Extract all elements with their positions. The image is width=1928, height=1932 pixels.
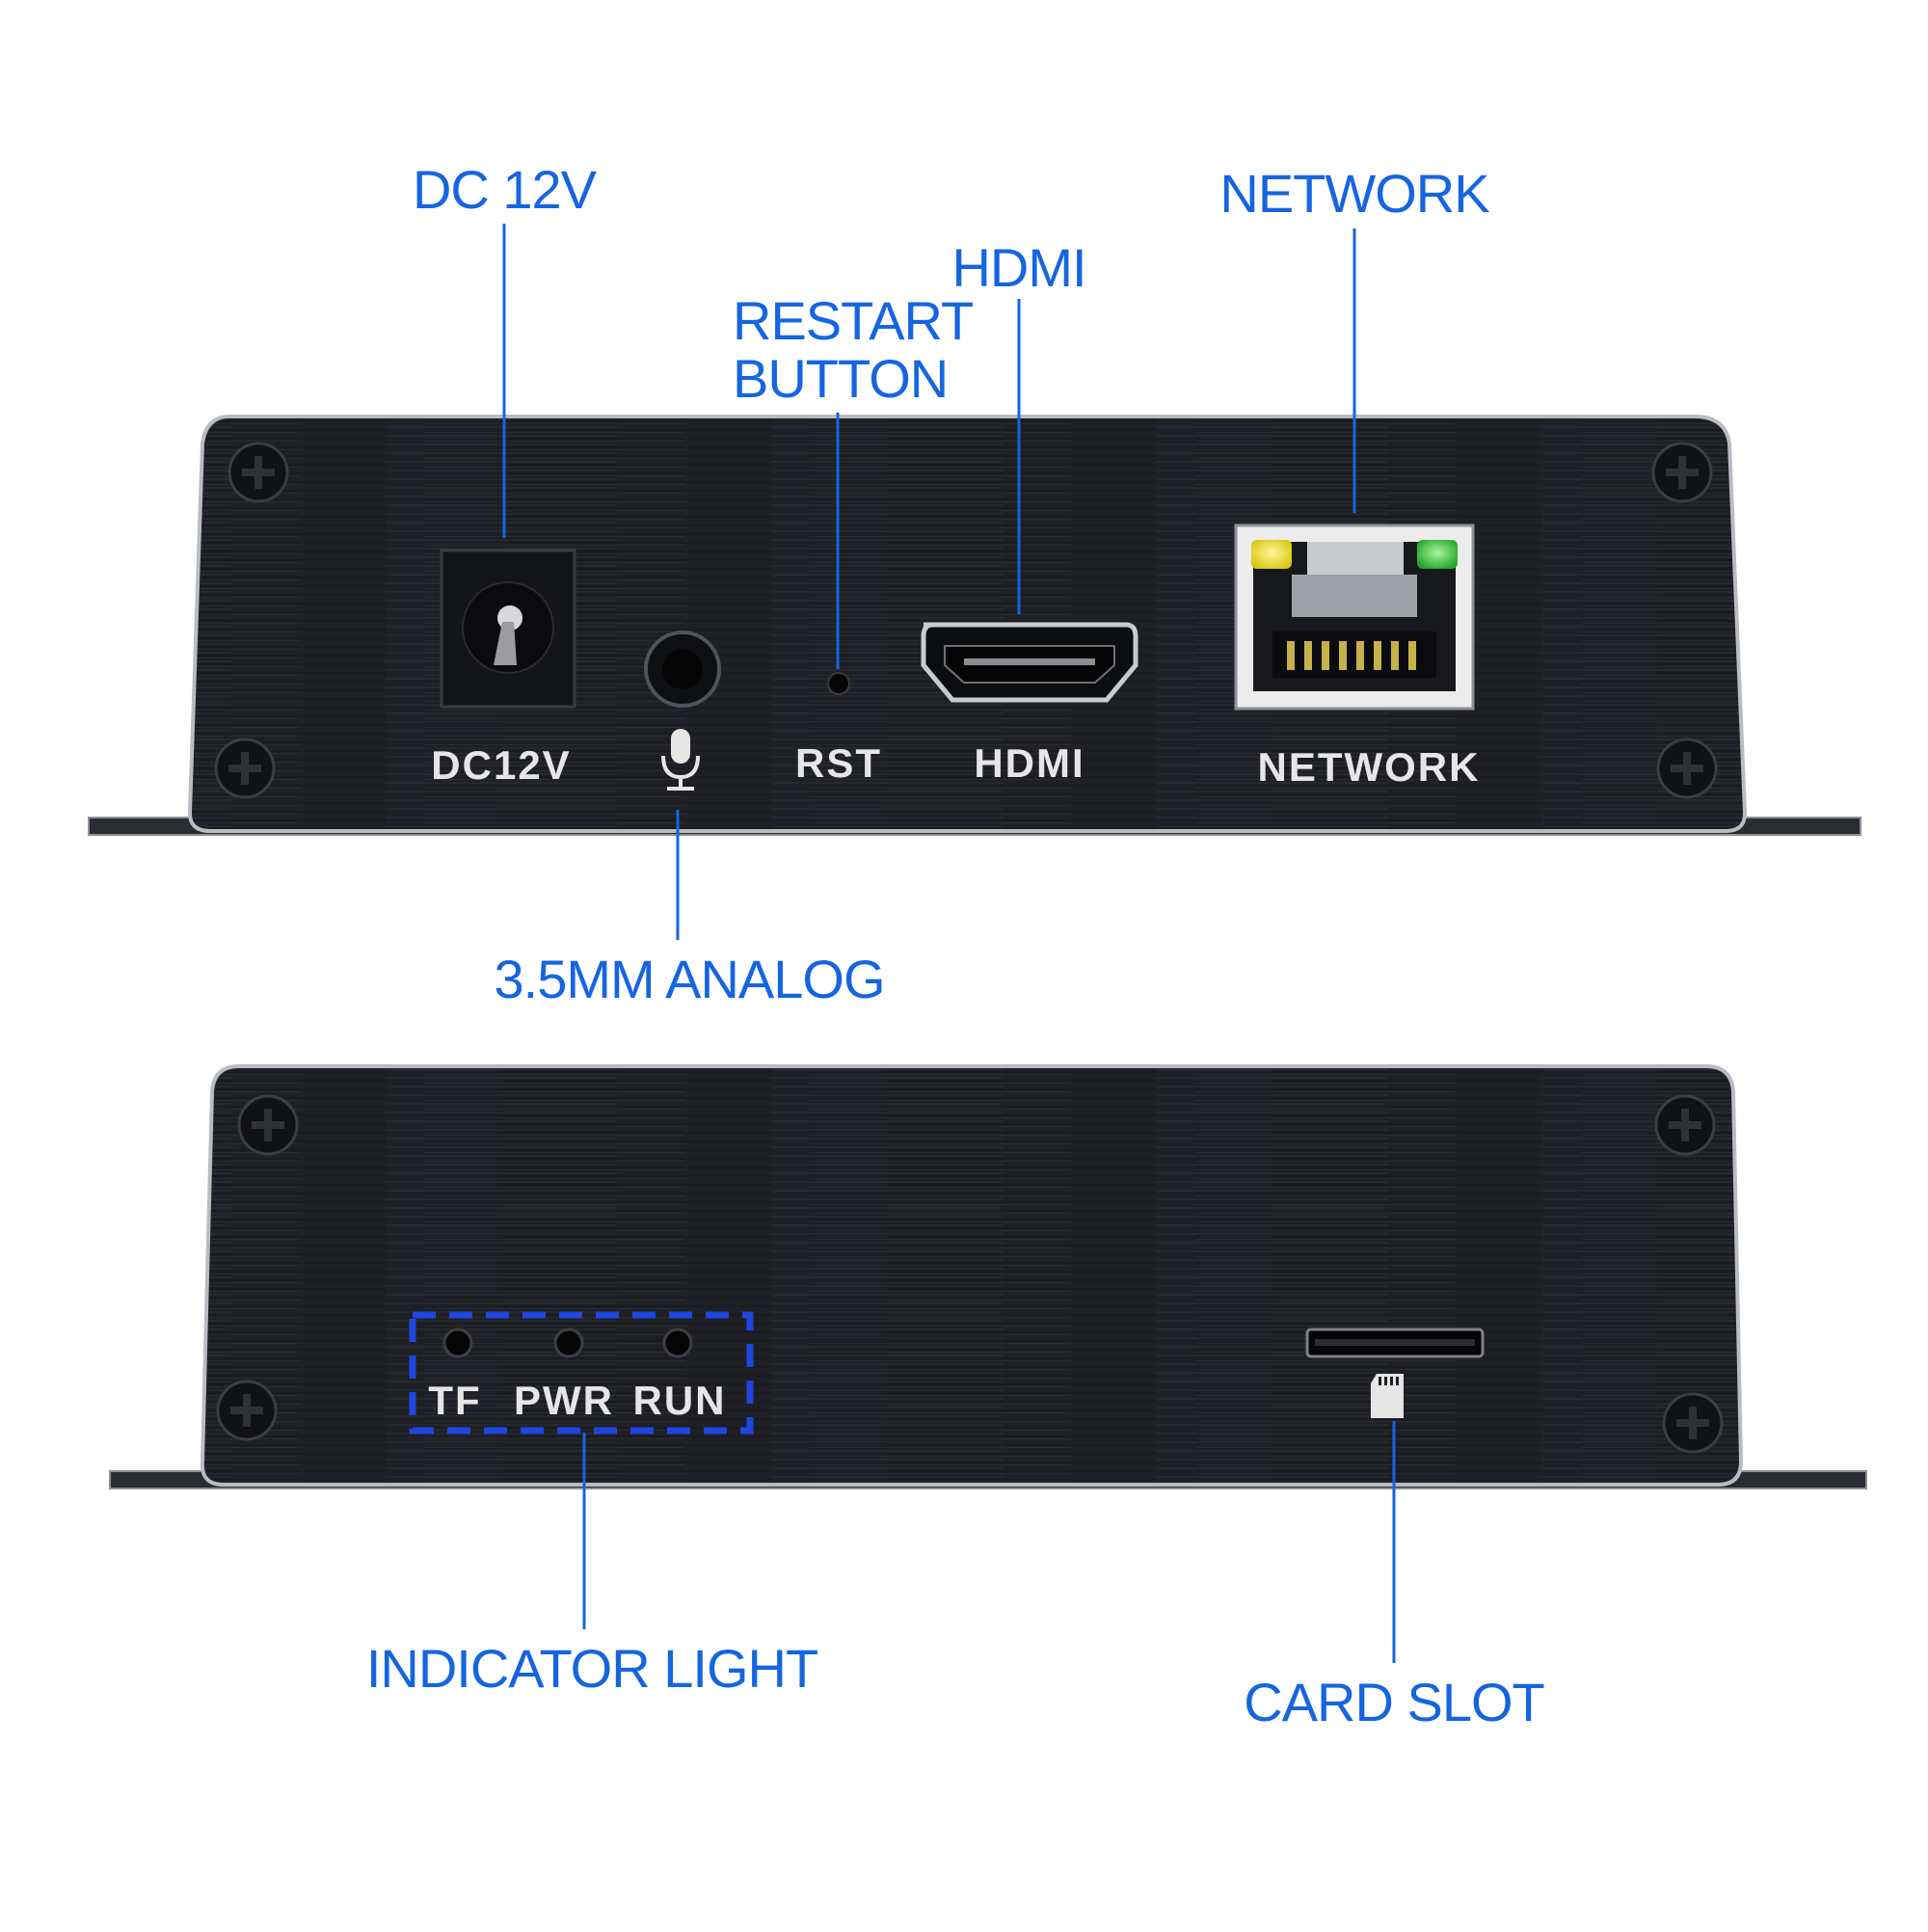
hdmi-port[interactable] [921,622,1138,703]
screw-icon [216,1380,278,1441]
panel-label-rst: RST [795,740,882,786]
screw-icon [237,1094,299,1156]
pwr-led [553,1328,584,1358]
back-panel-body [200,1064,1744,1487]
tf-led [442,1328,473,1358]
indicator-highlight-box [409,1311,754,1435]
run-led [662,1328,693,1358]
callout-dc12v: DC 12V [412,159,597,220]
microphone-icon [661,729,700,791]
reset-button[interactable] [827,672,850,695]
activity-led-green [1417,540,1458,569]
callout-analog: 3.5MM ANALOG [494,949,885,1009]
callout-network: NETWORK [1219,163,1489,224]
panel-label-hdmi: HDMI [974,740,1084,786]
back-panel: TF PWR RUN [109,1064,1867,1489]
callout-indicator-light: INDICATOR LIGHT [365,1638,818,1699]
dc-power-jack[interactable] [440,549,576,709]
screw-icon [1656,738,1718,799]
led-label-tf: TF [428,1378,481,1423]
sd-card-icon [1371,1374,1404,1418]
callout-lines [502,224,1396,1663]
audio-jack-3-5mm[interactable] [644,631,721,708]
callout-restart-line1: RESTART [733,290,974,351]
callout-card-slot: CARD SLOT [1244,1672,1544,1732]
link-led-yellow [1251,540,1292,569]
callout-hdmi: HDMI [951,237,1086,298]
callout-restart-line2: BUTTON [733,348,949,409]
screw-icon [1654,1094,1716,1156]
screw-icon [214,738,276,799]
led-label-pwr: PWR [514,1378,614,1423]
panel-label-dc12v: DC12V [431,742,571,788]
ethernet-port[interactable] [1234,523,1475,711]
led-label-run: RUN [633,1378,727,1423]
screw-icon [1651,442,1713,503]
front-panel: DC12V RST HDMI NETWORK [88,415,1861,836]
screw-icon [228,442,289,503]
screw-icon [1662,1392,1724,1454]
panel-label-network: NETWORK [1258,744,1481,790]
tf-card-slot[interactable] [1305,1328,1485,1358]
